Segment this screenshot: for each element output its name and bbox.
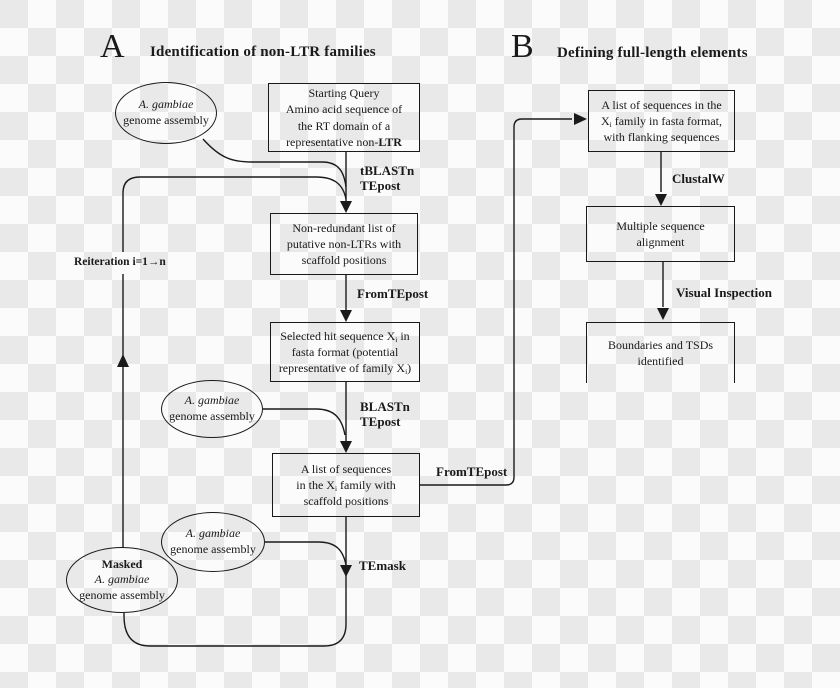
edge-label-blastn-tepost: BLASTn TEpost xyxy=(360,399,410,430)
box-line: with flanking sequences xyxy=(603,130,720,145)
ellipse-line: genome assembly xyxy=(169,409,255,423)
edge-label-temask: TEmask xyxy=(359,558,406,573)
box-line: Multiple sequence xyxy=(616,218,705,233)
arrowhead-into-familylist xyxy=(340,441,352,453)
ellipse-genome-assembly-bottom: A. gambiae genome assembly xyxy=(161,512,265,572)
box-line: alignment xyxy=(636,235,685,249)
panel-a-letter: A xyxy=(100,28,125,65)
edge-label-visual-inspection: Visual Inspection xyxy=(676,285,772,300)
box-line: Starting Query xyxy=(308,85,380,100)
ellipse-masked-genome: Masked A. gambiae genome assembly xyxy=(66,547,178,613)
box-multiple-alignment: Multiple sequence alignment xyxy=(586,206,735,262)
box-line: representative of family Xi) xyxy=(278,361,412,377)
box-family-list: A list of sequences in the Xi family wit… xyxy=(272,453,420,517)
box-line: Selected hit sequence Xi in xyxy=(280,328,410,344)
box-line: scaffold positions xyxy=(301,253,387,268)
box-line: Boundaries and TSDs xyxy=(607,337,714,352)
box-line: putative non-LTRs with xyxy=(286,236,402,251)
species-name: A. gambiae xyxy=(184,393,240,408)
edge-genome-mid-merge xyxy=(263,408,346,436)
species-name: A. gambiae xyxy=(185,526,241,541)
arrowhead-into-nonredundant xyxy=(340,201,352,213)
box-flanking-sequences: A list of sequences in the Xi family in … xyxy=(588,90,735,152)
arrowhead-into-boundaries xyxy=(657,308,669,320)
edge-label-clustalw: ClustalW xyxy=(672,171,725,186)
edge-label-fromtepost-down: FromTEpost xyxy=(357,286,429,301)
arrowhead-into-flanking xyxy=(574,113,587,125)
box-line: Non-redundant list of xyxy=(292,220,396,235)
box-line: Xi family in fasta format, xyxy=(600,113,723,130)
box-line: in the Xi family with xyxy=(296,477,396,494)
arrowhead-into-selected xyxy=(340,310,352,322)
box-starting-query: Starting Query Amino acid sequence of th… xyxy=(268,83,420,152)
edge-familylist-to-masked xyxy=(123,517,347,647)
ellipse-line: Masked xyxy=(101,556,143,571)
box-boundaries-tsds: Boundaries and TSDs identified xyxy=(586,322,735,383)
ellipse-genome-assembly-mid: A. gambiae genome assembly xyxy=(161,380,263,438)
ellipse-line: genome assembly xyxy=(79,587,165,602)
edge-genome-bottom-merge xyxy=(265,541,347,566)
box-line: Amino acid sequence of xyxy=(285,102,403,117)
edge-label-fromtepost-right: FromTEpost xyxy=(436,464,508,479)
ellipse-genome-assembly-top: A. gambiae genome assembly xyxy=(115,82,217,144)
panel-b-letter: B xyxy=(511,28,534,65)
box-line: scaffold positions xyxy=(303,494,389,509)
box-line: A list of sequences xyxy=(300,461,392,476)
ellipse-line: genome assembly xyxy=(170,542,256,556)
arrowhead-into-alignment xyxy=(655,194,667,206)
species-name: A. gambiae xyxy=(94,572,150,587)
box-selected-hit: Selected hit sequence Xi in fasta format… xyxy=(270,322,420,382)
box-line: fasta format (potential xyxy=(291,344,399,359)
box-line: A list of sequences in the xyxy=(601,97,722,112)
edge-label-tblastn-tepost: tBLASTn TEpost xyxy=(360,163,415,194)
box-line: identified xyxy=(637,354,684,368)
box-nonredundant-list: Non-redundant list of putative non-LTRs … xyxy=(270,213,418,275)
edge-label-reiteration: Reiteration i=1→n xyxy=(74,256,166,268)
arrowhead-reiteration-up xyxy=(117,354,129,367)
panel-a-title: Identification of non-LTR families xyxy=(150,44,376,60)
ellipse-line: genome assembly xyxy=(123,113,209,127)
edge-familylist-to-panelb xyxy=(420,118,572,486)
edge-genome-top-merge xyxy=(202,138,347,188)
species-name: A. gambiae xyxy=(138,97,194,112)
arrowhead-temask xyxy=(340,565,352,577)
box-line: representative non-LTR xyxy=(286,134,402,149)
panel-b-title: Defining full-length elements xyxy=(557,45,748,61)
box-line: the RT domain of a xyxy=(297,118,391,133)
edge-reiteration-loop xyxy=(122,176,347,548)
